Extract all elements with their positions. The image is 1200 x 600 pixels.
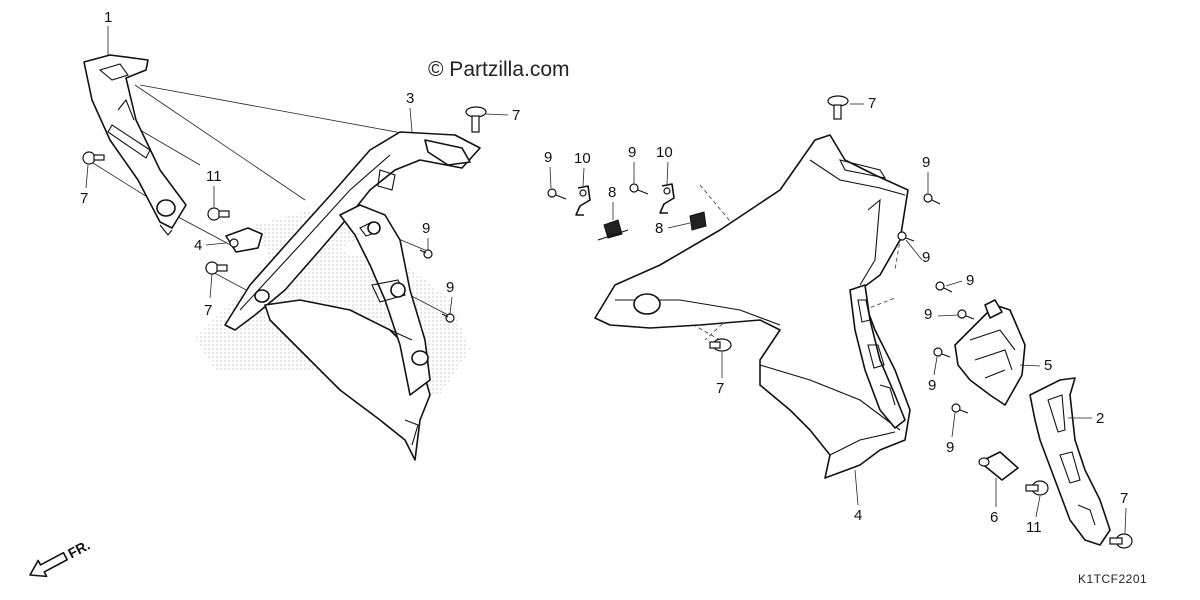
callout-label: 9 — [924, 306, 932, 323]
callout-label: 9 — [928, 377, 936, 394]
screw-9-f[interactable] — [897, 231, 915, 242]
callout-label: 7 — [716, 380, 724, 397]
leader-line — [209, 273, 213, 299]
callout-label: 10 — [656, 144, 673, 161]
bolt-7-b[interactable] — [205, 261, 228, 275]
leader-line — [139, 129, 201, 166]
part-4-clip-right[interactable] — [978, 451, 1019, 481]
clip-10-b[interactable] — [659, 183, 675, 214]
callout-label: 7 — [80, 190, 88, 207]
screw-9-i[interactable] — [933, 347, 951, 358]
callout-label: 5 — [1044, 357, 1052, 374]
callout-label: 9 — [544, 149, 552, 166]
callout-label: 9 — [922, 154, 930, 171]
leader-line — [449, 296, 453, 315]
screw-9-d[interactable] — [629, 183, 649, 195]
part-6-duct[interactable] — [954, 299, 1026, 406]
callout-label: 3 — [406, 90, 414, 107]
leader-line — [945, 280, 963, 287]
leader-line — [205, 242, 227, 246]
bolt-11-b[interactable] — [1025, 480, 1049, 496]
screw-9-c[interactable] — [547, 188, 567, 200]
part-1-inner-panel[interactable] — [83, 54, 187, 236]
leader-line — [485, 113, 509, 116]
leader-line — [1035, 495, 1041, 518]
callout-label: 7 — [1120, 490, 1128, 507]
leader-line — [582, 167, 585, 187]
leader-line — [666, 161, 669, 185]
screw-9-g[interactable] — [935, 281, 953, 293]
bolt-7-c[interactable] — [465, 106, 487, 133]
leader-line — [139, 84, 441, 141]
screw-9-j[interactable] — [951, 403, 969, 414]
part-5-inner-rib[interactable] — [849, 284, 906, 429]
callout-label: 9 — [446, 279, 454, 296]
callout-label: 8 — [655, 220, 663, 237]
part-3-upper-cowl[interactable] — [224, 131, 481, 331]
clip-10-a[interactable] — [575, 185, 591, 216]
leader-line — [134, 84, 306, 201]
diagram-code: K1TCF2201 — [1078, 572, 1148, 586]
callout-label: 9 — [966, 272, 974, 289]
leader-line — [937, 314, 959, 317]
screw-9-a[interactable] — [419, 249, 433, 259]
screw-9-h[interactable] — [957, 309, 975, 320]
bolt-11-a[interactable] — [207, 207, 230, 221]
front-direction-arrow: FR. — [29, 537, 93, 578]
leader-line — [1019, 364, 1041, 367]
leader-line — [951, 412, 956, 438]
watermark: © Partzilla.com — [428, 58, 570, 81]
callout-label: 11 — [1026, 519, 1042, 536]
callout-label: 10 — [574, 150, 591, 167]
part-side-cover-left[interactable] — [264, 204, 431, 461]
screw-9-e[interactable] — [923, 193, 941, 205]
part-4-clip-left[interactable] — [225, 227, 263, 253]
leader-line — [85, 164, 89, 189]
callout-label: 6 — [990, 509, 998, 526]
callout-label: 4 — [854, 507, 862, 524]
bolt-7-f[interactable] — [1109, 533, 1133, 549]
leader-line — [1124, 507, 1127, 534]
front-indicator-label: FR. — [65, 537, 92, 562]
callout-label: 7 — [204, 302, 212, 319]
leader-line — [409, 107, 413, 133]
leader-line — [933, 356, 938, 376]
callout-label: 2 — [1096, 410, 1104, 427]
callout-label: 7 — [512, 107, 520, 124]
leader-line — [549, 166, 552, 189]
bolt-7-e[interactable] — [709, 338, 732, 352]
callout-label: 4 — [194, 237, 202, 254]
part-5-side-cowl[interactable] — [594, 134, 911, 479]
bolt-7-a[interactable] — [82, 151, 105, 165]
callout-label: 11 — [206, 168, 222, 185]
callout-label: 9 — [922, 249, 930, 266]
callout-label: 7 — [868, 95, 876, 112]
callout-label: 8 — [608, 184, 616, 201]
leader-line — [854, 469, 859, 506]
callout-label: 1 — [104, 9, 112, 26]
part-2-inner-panel[interactable] — [1029, 377, 1111, 546]
callout-label: 9 — [628, 144, 636, 161]
leader-line — [905, 239, 923, 261]
bolt-7-d[interactable] — [827, 95, 849, 120]
leader-line — [667, 222, 691, 229]
callout-label: 9 — [422, 220, 430, 237]
nut-8-b[interactable] — [689, 211, 707, 231]
nut-8-a[interactable] — [597, 219, 629, 241]
callout-label: 9 — [946, 439, 954, 456]
